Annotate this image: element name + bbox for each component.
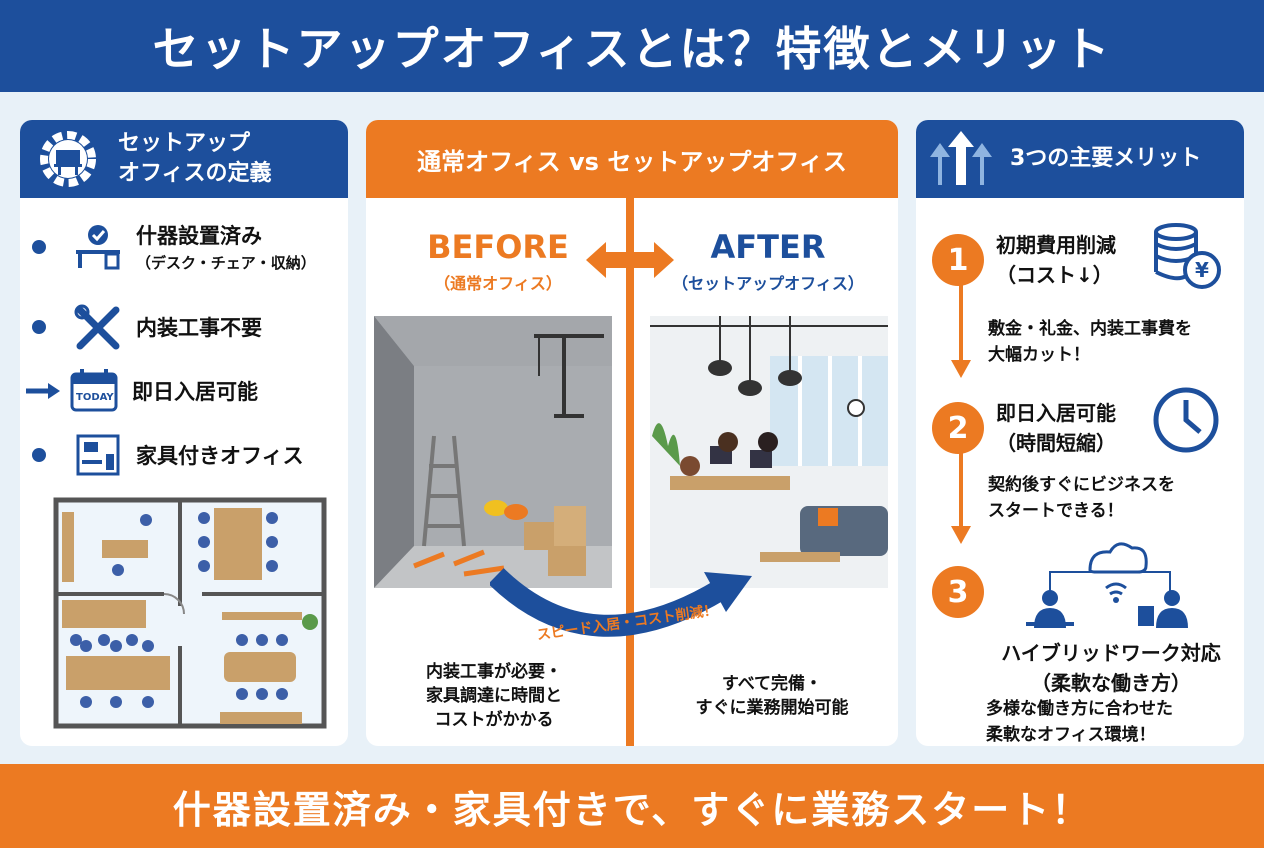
speed-arrow-icon [490,568,752,637]
definition-panel: セットアップ オフィスの定義 什器設置済み （デスク・チェア・収納） [20,120,348,746]
before-caption-line: 家具調達に時間と [426,686,562,706]
before-caption: 内装工事が必要・ 家具調達に時間と コストがかかる [388,660,600,732]
bullet-icon [32,239,46,254]
before-label: BEFORE [427,228,569,266]
before-caption-line: 内装工事が必要・ [426,662,562,682]
merit-desc-line1: 多様な働き方に合わせた [986,699,1173,719]
definition-item-same-day: TODAY 即日入居可能 [24,368,258,414]
merit-desc: 契約後すぐにビジネスを スタートできる！ [988,472,1175,524]
before-construction-scene [374,316,612,588]
bullet-icon [32,448,46,462]
bottom-tagline: 什器設置済み・家具付きで、すぐに業務スタート！ [0,764,1264,848]
double-arrow-icon [586,242,674,278]
definition-item-label: 即日入居可能 [132,380,258,404]
merit-title-line2: （柔軟な働き方） [1031,671,1191,695]
comparison-header: 通常オフィス vs セットアップオフィス [366,120,898,198]
after-sub: （セットアップオフィス） [672,274,864,293]
merit-desc-line2: 大幅カット！ [988,345,1090,365]
merit-desc: 多様な働き方に合わせた 柔軟なオフィス環境！ [986,696,1173,746]
merit-title-line1: 即日入居可能 [996,401,1116,425]
merit-title-line2: （時間短縮） [996,431,1116,455]
comparison-panel: 通常オフィス vs セットアップオフィス BEFORE （通常オフィス） AFT… [366,120,898,746]
definition-item-no-construction: 内装工事不要 [32,304,262,350]
after-caption-line: すべて完備・ [721,674,823,694]
definition-header: セットアップ オフィスの定義 [20,120,348,198]
up-arrows-icon [930,131,992,185]
after-caption: すべて完備・ すぐに業務開始可能 [662,672,882,720]
hybrid-work-icon [1026,542,1188,628]
divider-line [626,198,634,746]
definition-item-sub: （デスク・チェア・収納） [136,254,316,272]
merit-desc: 敷金・礼金、内装工事費を 大幅カット！ [988,316,1192,368]
merits-panel: 3つの主要メリット 1 初期費用削減 （コスト↓） ¥ 敷金・礼金、内装工事費を… [916,120,1244,746]
after-caption-line: すぐに業務開始可能 [695,698,849,718]
definition-title-line2: オフィスの定義 [118,161,272,186]
definition-item-furnished: 家具付きオフィス [32,432,304,478]
bullet-icon [32,320,46,334]
before-sub: （通常オフィス） [434,274,562,293]
calendar-today-icon: TODAY [68,368,120,414]
merit-desc-line1: 敷金・礼金、内装工事費を [988,319,1192,339]
definition-item-furniture: 什器設置済み （デスク・チェア・収納） [32,220,316,273]
floor-plan-icon [53,497,327,729]
clock-icon [1153,387,1219,453]
merit-desc-line2: 柔軟なオフィス環境！ [986,725,1156,745]
no-tools-icon [72,304,124,350]
page-title: セットアップオフィスとは？特徴とメリット [0,0,1264,92]
calendar-badge: TODAY [76,392,114,403]
merit-title: ハイブリッドワーク対応 （柔軟な働き方） [986,638,1236,698]
coins-yen-icon: ¥ [1154,223,1221,289]
gear-office-icon [40,131,96,187]
arrow-right-icon [26,383,60,399]
definition-item-label: 什器設置済み [136,224,262,248]
furnished-room-icon [72,432,124,478]
merits-header: 3つの主要メリット [916,120,1244,198]
definition-item-label: 内装工事不要 [136,316,262,340]
merit-title-line1: ハイブリッドワーク対応 [1001,641,1221,665]
merit-title-line2: （コスト↓） [996,263,1113,287]
merit-number: 2 [932,402,984,454]
merit-desc-line2: スタートできる！ [988,501,1124,521]
merit-number: 3 [932,566,984,618]
merit-desc-line1: 契約後すぐにビジネスを [988,475,1175,495]
merit-number: 1 [932,234,984,286]
after-office-scene [650,316,888,588]
desk-check-icon [72,224,124,270]
merit-title: 即日入居可能 （時間短縮） [996,398,1116,458]
merits-title: 3つの主要メリット [1010,146,1202,171]
definition-title-line1: セットアップ [118,131,251,156]
before-caption-line: コストがかかる [434,710,554,730]
definition-item-label: 家具付きオフィス [136,444,304,468]
merit-title: 初期費用削減 （コスト↓） [996,230,1116,290]
svg-text:¥: ¥ [1195,258,1209,282]
after-label: AFTER [710,228,826,266]
merit-title-line1: 初期費用削減 [996,233,1116,257]
